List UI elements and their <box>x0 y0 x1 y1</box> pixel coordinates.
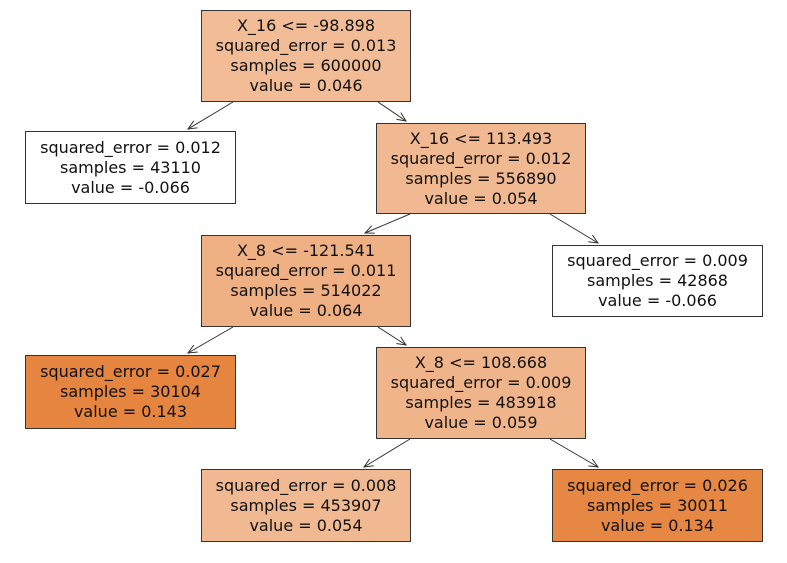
tree-leaf: squared_error = 0.008 samples = 453907 v… <box>201 469 411 542</box>
node-value: value = 0.054 <box>249 515 363 535</box>
node-value: value = 0.143 <box>73 402 188 421</box>
edge-0-2 <box>377 101 406 121</box>
node-value: value = -0.066 <box>598 291 717 310</box>
node-error: squared_error = 0.012 <box>390 148 572 168</box>
edge-6-7 <box>364 438 411 467</box>
edge-6-8 <box>549 438 598 467</box>
tree-node: X_8 <= 108.668 squared_error = 0.009 sam… <box>376 347 586 439</box>
tree-leaf: squared_error = 0.012 samples = 43110 va… <box>25 131 236 204</box>
node-error: squared_error = 0.013 <box>215 36 397 55</box>
node-value: value = -0.066 <box>71 177 190 197</box>
node-samples: samples = 43110 <box>60 157 201 177</box>
node-split: X_16 <= -98.898 <box>236 16 376 35</box>
node-samples: samples = 556890 <box>405 168 557 188</box>
edge-3-5 <box>188 326 234 353</box>
node-value: value = 0.064 <box>249 301 363 320</box>
tree-node: X_8 <= -121.541 squared_error = 0.011 sa… <box>201 235 411 327</box>
tree-leaf: squared_error = 0.009 samples = 42868 va… <box>552 245 763 317</box>
node-error: squared_error = 0.026 <box>567 475 748 495</box>
tree-leaf: squared_error = 0.027 samples = 30104 va… <box>25 355 236 429</box>
tree-node: X_16 <= 113.493 squared_error = 0.012 sa… <box>376 123 586 214</box>
node-samples: samples = 30104 <box>60 382 201 401</box>
node-samples: samples = 483918 <box>405 393 557 412</box>
node-value: value = 0.054 <box>424 188 538 208</box>
node-error: squared_error = 0.012 <box>40 137 221 157</box>
edge-2-3 <box>365 213 411 233</box>
node-error: squared_error = 0.009 <box>567 251 748 270</box>
node-split: X_16 <= 113.493 <box>409 128 553 148</box>
node-samples: samples = 42868 <box>587 271 728 290</box>
node-samples: samples = 453907 <box>230 495 382 515</box>
node-error: squared_error = 0.009 <box>390 373 572 392</box>
node-error: squared_error = 0.008 <box>215 475 397 495</box>
node-samples: samples = 600000 <box>230 56 382 75</box>
tree-leaf: squared_error = 0.026 samples = 30011 va… <box>552 469 763 542</box>
node-error: squared_error = 0.011 <box>215 261 397 280</box>
node-error: squared_error = 0.027 <box>40 362 221 381</box>
node-value: value = 0.059 <box>424 413 538 432</box>
node-samples: samples = 514022 <box>230 281 382 300</box>
node-samples: samples = 30011 <box>587 495 728 515</box>
edge-2-4 <box>549 213 598 243</box>
node-split: X_8 <= -121.541 <box>236 241 376 260</box>
node-value: value = 0.134 <box>600 515 715 535</box>
node-value: value = 0.046 <box>249 76 363 95</box>
tree-node-root: X_16 <= -98.898 squared_error = 0.013 sa… <box>201 10 411 102</box>
node-split: X_8 <= 108.668 <box>414 353 548 372</box>
edge-0-1 <box>188 101 234 129</box>
edge-3-6 <box>377 326 406 345</box>
